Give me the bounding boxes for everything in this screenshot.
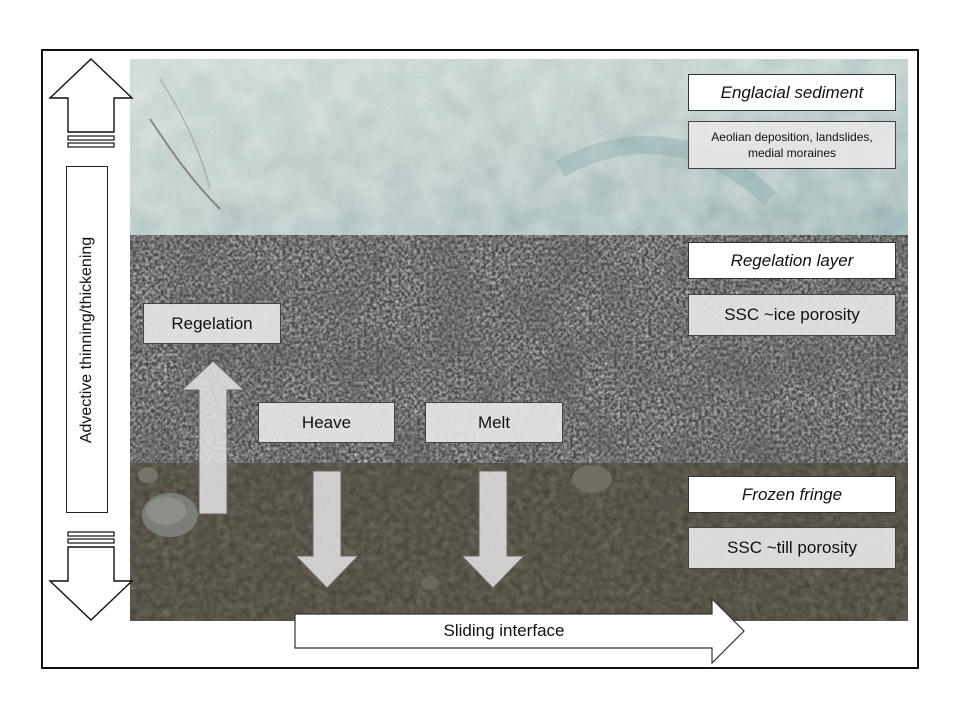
regelation-up-arrow [180,360,246,515]
advective-up-arrow [48,58,134,148]
regelation-process-label: Regelation [143,303,281,344]
frozen-fringe-title: Frozen fringe [688,476,896,513]
regelation-layer-title: Regelation layer [688,242,896,279]
englacial-sediment-title: Englacial sediment [688,74,896,111]
englacial-sediment-description: Aeolian deposition, landslides, medial m… [688,121,896,169]
melt-down-arrow [460,470,526,589]
sliding-interface-label: Sliding interface [443,621,565,640]
sliding-interface-arrow [294,597,745,665]
regelation-layer-description: SSC ~ice porosity [688,294,896,336]
advective-down-arrow [48,531,134,621]
frozen-fringe-description: SSC ~till porosity [688,527,896,569]
advective-label-text: Advective thinning/thickening [78,236,95,443]
heave-process-label: Heave [258,402,395,443]
melt-process-label: Melt [425,402,563,443]
heave-down-arrow [294,470,360,589]
advective-thinning-thickening-label: Advective thinning/thickening [66,166,108,513]
